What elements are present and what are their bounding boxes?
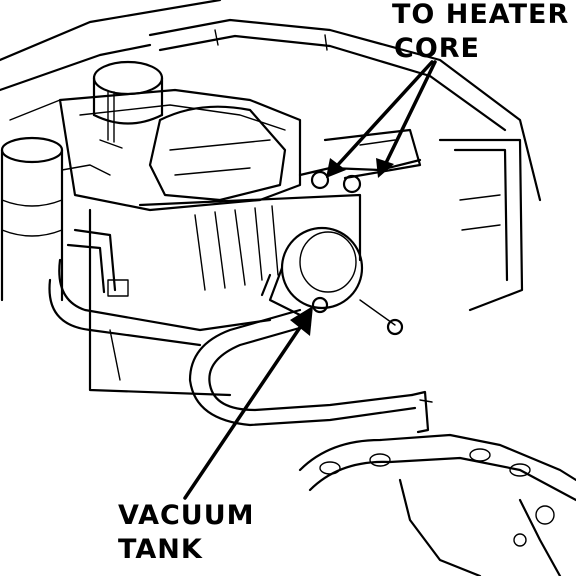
- vacuum-tank: [260, 226, 404, 336]
- vacuum-tank-label-line1: VACUUM: [118, 500, 255, 531]
- heater-core-label-line1: TO HEATER: [392, 0, 570, 30]
- vacuum-tank-label: VACUUM TANK: [118, 499, 255, 567]
- engine-block: [88, 193, 362, 397]
- ac-accumulator: [0, 136, 111, 302]
- engine-plenum: [58, 88, 302, 212]
- cowl-frame: [148, 18, 542, 312]
- vacuum-tank-arrow: [183, 306, 313, 500]
- intake-manifold: [298, 433, 576, 576]
- fender-outline: [0, 0, 222, 121]
- heater-core-label: TO HEATER CORE: [392, 0, 569, 66]
- reservoir-cap: [92, 60, 164, 149]
- left-hoses: [48, 228, 272, 347]
- vacuum-tank-label-line2: TANK: [118, 534, 203, 565]
- heater-core-label-line2: CORE: [394, 33, 481, 64]
- heater-core-arrows: [326, 60, 437, 178]
- vacuum-hose: [188, 308, 433, 434]
